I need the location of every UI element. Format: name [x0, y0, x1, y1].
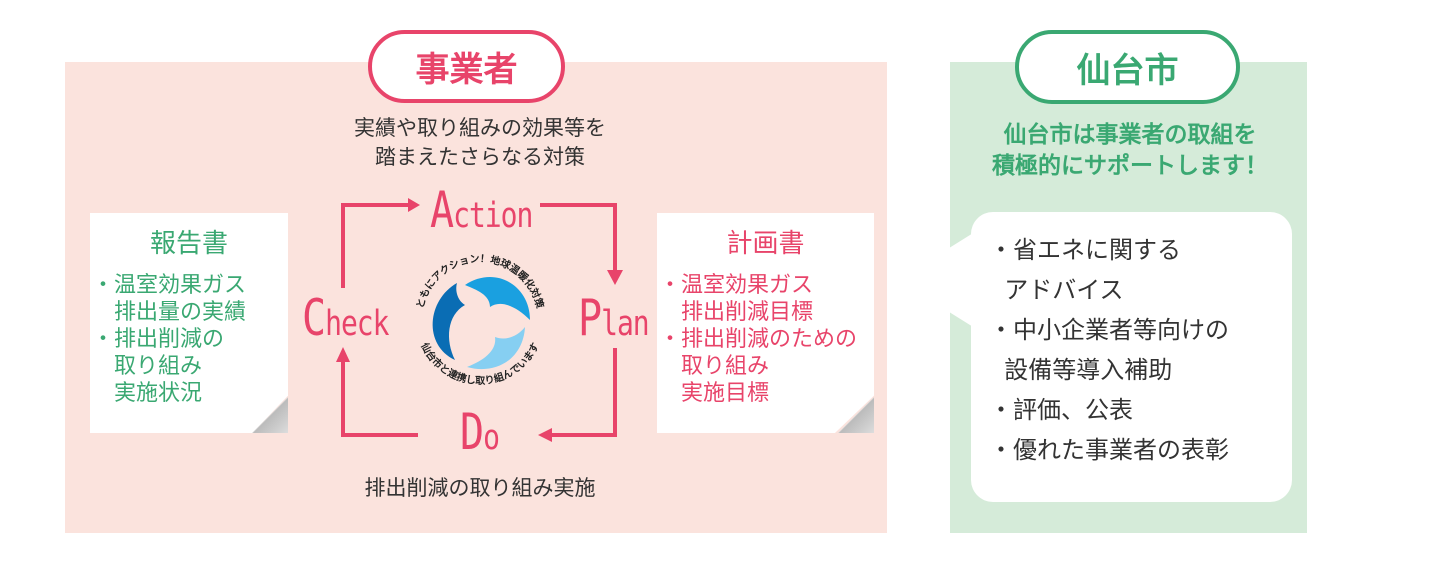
plan-note: 計画書 ・温室効果ガス排出削減目標 ・排出削減のための取り組み実施目標 [657, 213, 874, 433]
report-item: ・温室効果ガス排出量の実績 [92, 273, 247, 325]
message-line: 仙台市は事業者の取組を [1003, 122, 1257, 148]
support-item: ・優れた事業者の表彰 [989, 436, 1229, 464]
plan-item: ・温室効果ガス排出削減目標 [659, 273, 814, 325]
logo-swirl-light [467, 327, 525, 370]
report-note: 報告書 ・温室効果ガス排出量の実績 ・排出削減の取り組み実施状況 [90, 213, 288, 433]
plan-title: 計画書 [726, 229, 805, 259]
arrow-plan-to-do [550, 348, 617, 437]
caption-line: 実績や取り組みの効果等を [354, 116, 606, 140]
report-title: 報告書 [149, 229, 228, 259]
logo-swirl-dark [432, 283, 465, 360]
support-item: ・省エネに関する アドバイス [989, 236, 1181, 304]
action-caption: 実績や取り組みの効果等を 踏まえたさらなる対策 [300, 114, 660, 172]
logo: ともにアクション！地球温暖化対策 仙台市と連携し取り組んでいます [414, 253, 547, 387]
arrow-check-to-action [341, 203, 410, 288]
do-label: Do [460, 403, 500, 462]
plan-item: ・排出削減のための取り組み実施目標 [659, 327, 858, 406]
do-caption: 排出削減の取り組み実施 [364, 476, 596, 500]
check-label: Check [302, 289, 390, 348]
city-message: 仙台市は事業者の取組を 積極的にサポートします！ [960, 120, 1300, 182]
plan-label: Plan [578, 289, 650, 348]
logo-swirl-mid [465, 277, 530, 320]
message-line: 積極的にサポートします！ [992, 153, 1268, 179]
action-label: Action [430, 181, 533, 240]
report-item: ・排出削減の取り組み実施状況 [92, 327, 225, 406]
arrow-action-to-plan [540, 203, 617, 270]
business-title: 事業者 [368, 30, 565, 103]
city-title: 仙台市 [1015, 30, 1240, 104]
city-support-box: ・省エネに関する アドバイス ・中小企業者等向けの 設備等導入補助 ・評価、公表… [971, 212, 1292, 502]
support-item: ・評価、公表 [989, 396, 1133, 424]
arrow-do-to-check [341, 360, 418, 437]
caption-line: 踏まえたさらなる対策 [375, 145, 585, 169]
support-item: ・中小企業者等向けの 設備等導入補助 [989, 316, 1229, 384]
